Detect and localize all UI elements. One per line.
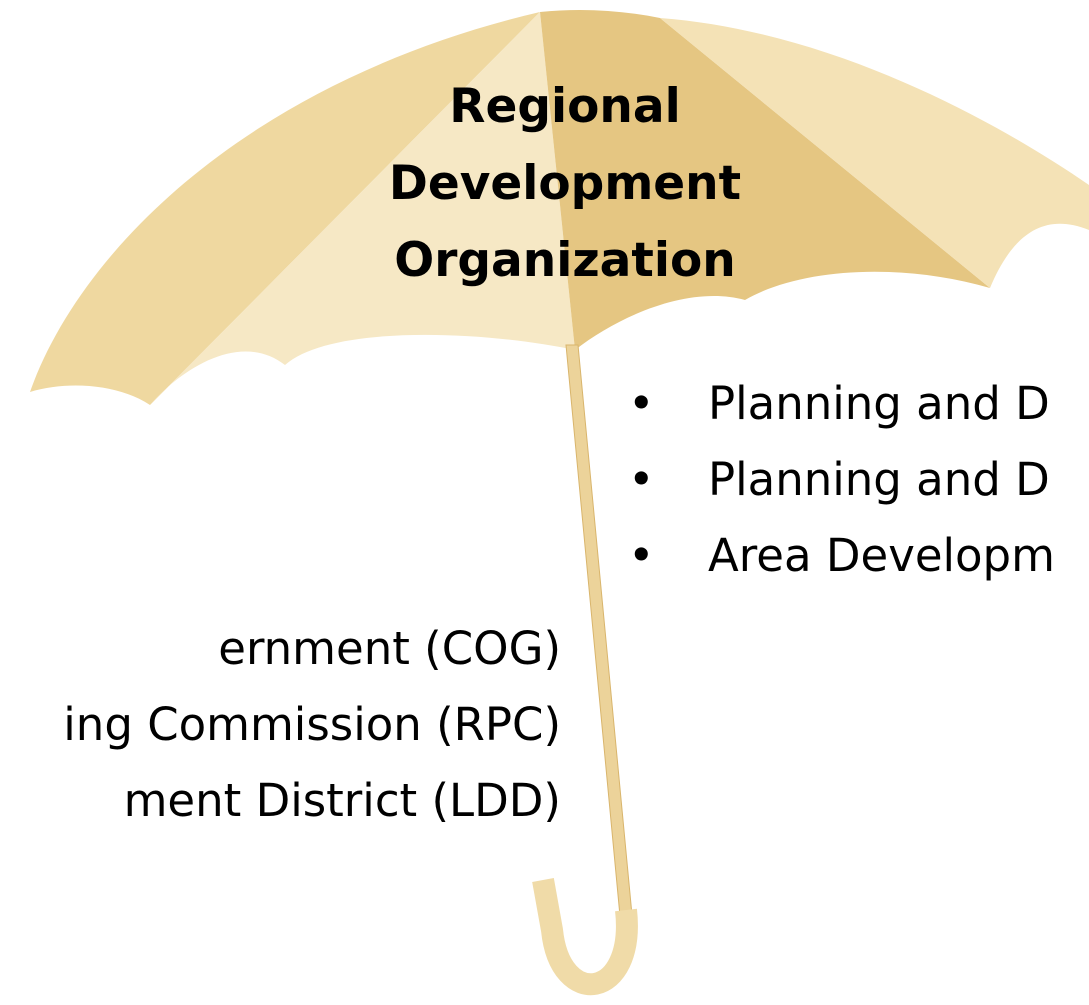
bullet-icon: • <box>628 529 655 582</box>
canopy-panel-center <box>540 10 990 350</box>
list-item: • Planning and D <box>628 366 1055 442</box>
list-item: ment District (LDD) <box>123 774 561 827</box>
canopy-panel-left-outer <box>30 12 540 405</box>
umbrella-handle <box>532 878 638 996</box>
bullet-icon: • <box>628 377 655 430</box>
title-line-3: Organization <box>394 233 736 288</box>
list-item-text: Area Developm <box>708 529 1055 582</box>
list-item: ernment (COG) <box>218 622 561 675</box>
bullet-icon: • <box>628 453 655 506</box>
umbrella-shaft <box>565 344 633 917</box>
list-item: • Area Developm <box>628 518 1055 594</box>
canopy-panel-left-inner <box>150 12 575 405</box>
title-line-1: Regional <box>449 79 681 134</box>
right-bullet-list: • Planning and D • Planning and D • Area De… <box>628 366 1055 594</box>
canopy-panel-right <box>660 18 1089 288</box>
umbrella-title: Regional Development Organization <box>330 68 800 299</box>
list-item: ing Commission (RPC) <box>63 698 561 751</box>
title-line-2: Development <box>388 156 742 211</box>
left-bullet-list: ernment (COG) ing Commission (RPC) ment … <box>63 611 561 839</box>
list-item-text: Planning and D <box>708 377 1050 430</box>
list-item-text: Planning and D <box>708 453 1050 506</box>
list-item: • Planning and D <box>628 442 1055 518</box>
